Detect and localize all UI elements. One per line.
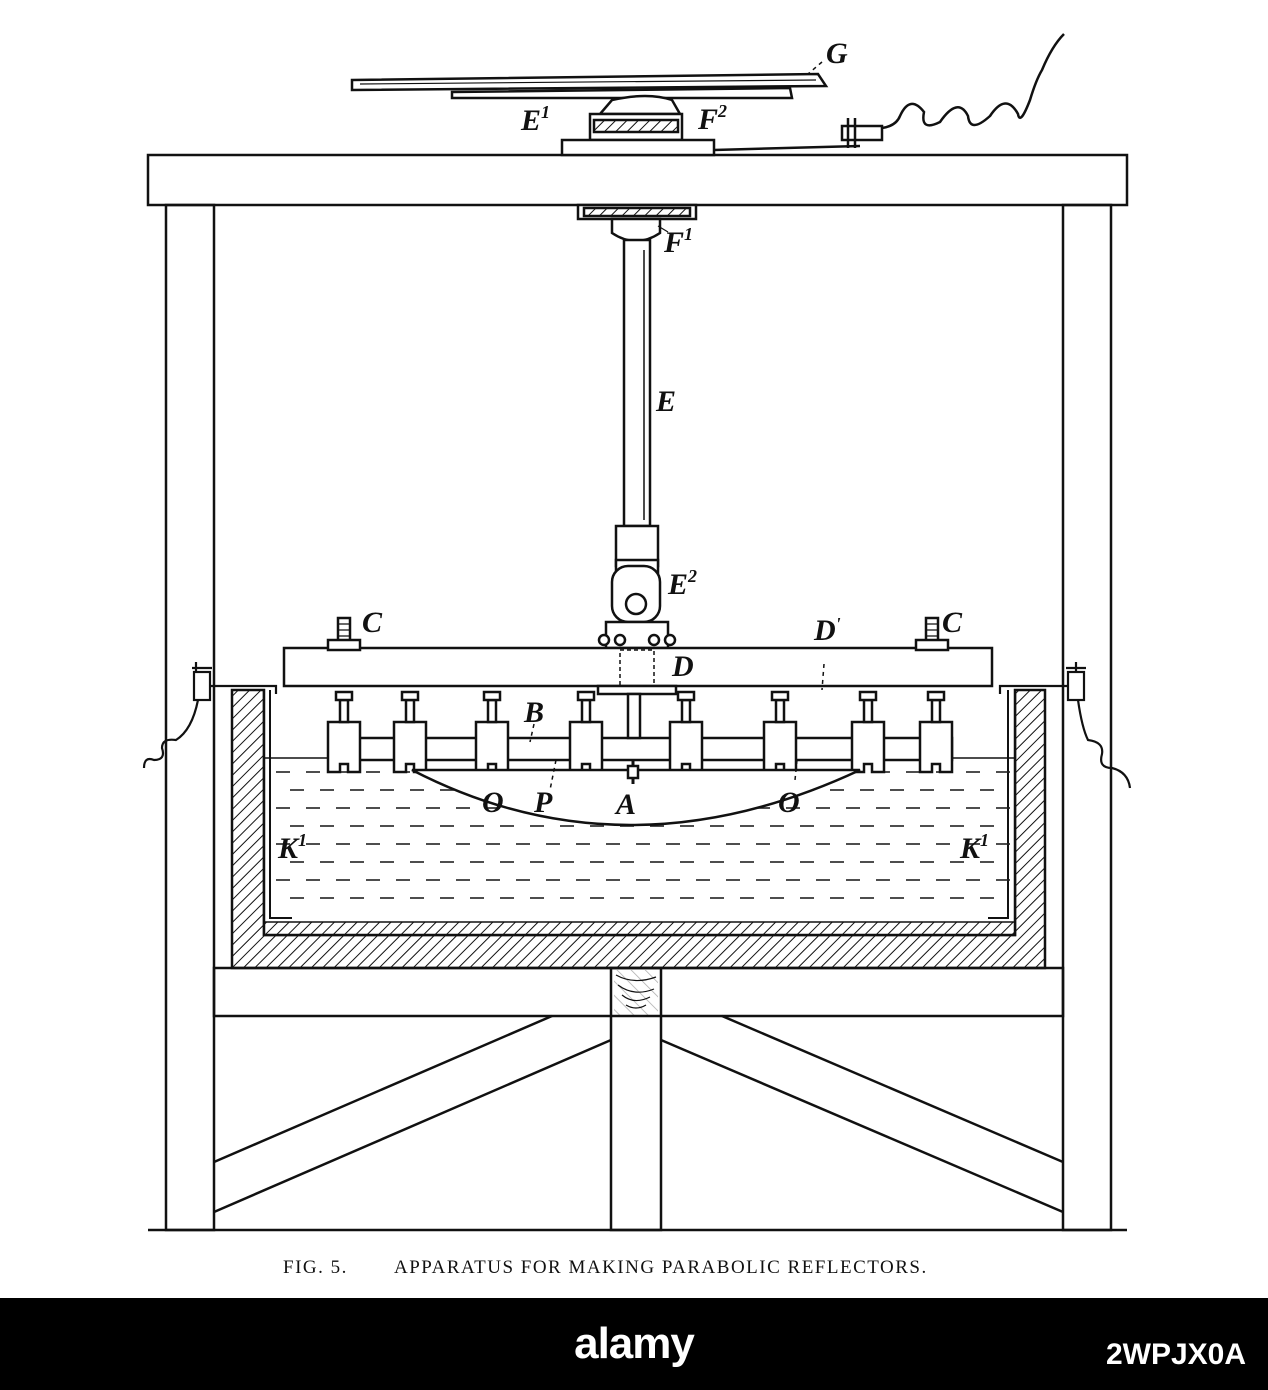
label-d: D: [671, 650, 694, 683]
top-board: [146, 153, 1129, 207]
label-e2: E2: [667, 566, 697, 601]
caption-number: FIG. 5.: [283, 1257, 348, 1278]
label-o-right: O: [778, 786, 800, 819]
stock-image-id: 2WPJX0A: [1105, 1338, 1246, 1371]
label-e: E: [655, 385, 676, 418]
label-g: G: [826, 37, 848, 70]
clamp: [392, 690, 428, 774]
mounting-plate: [282, 616, 994, 696]
label-f1: F1: [663, 224, 693, 259]
clamp: [918, 690, 954, 774]
left-leg: [164, 203, 216, 1232]
label-k1-right: K1: [959, 830, 989, 865]
label-o-left: O: [482, 786, 504, 819]
label-k1-left: K1: [277, 830, 307, 865]
watermark-banner: alamy 2WPJX0A: [0, 1298, 1268, 1390]
label-e1: E1: [520, 102, 550, 137]
label-c-right: C: [942, 606, 963, 639]
liquid-dashes: [276, 771, 1010, 899]
part-labels: G E1 F2 F1 E E2 C C D' D B O P A O K1 K1: [277, 37, 989, 865]
brand-logo: alamy: [0, 1298, 1268, 1390]
right-leg: [1061, 203, 1113, 1232]
clamp-row: [326, 690, 954, 774]
brand-name: alamy: [574, 1319, 695, 1368]
label-c-left: C: [362, 606, 383, 639]
top-mechanism: [350, 33, 1065, 243]
caption-title: APPARATUS FOR MAKING PARABOLIC REFLECTOR…: [394, 1257, 928, 1278]
clamp: [326, 690, 362, 774]
clamp: [474, 690, 510, 774]
shaft-e: [597, 238, 677, 650]
label-a: A: [614, 788, 636, 821]
wood-grain: [614, 970, 658, 1016]
parabolic-reflector: [411, 760, 861, 827]
figure-caption: FIG. 5. APPARATUS FOR MAKING PARABOLIC R…: [283, 1257, 928, 1278]
label-p: P: [533, 786, 553, 819]
label-b: B: [523, 696, 544, 729]
leader-lines: [529, 61, 825, 791]
clamp: [850, 690, 886, 774]
side-terminals: [142, 662, 1132, 789]
label-d1: D': [813, 614, 841, 647]
center-stud: [626, 692, 642, 740]
apparatus-diagram: G E1 F2 F1 E E2 C C D' D B O P A O K1 K1…: [142, 33, 1132, 1278]
label-f2: F2: [697, 101, 727, 136]
